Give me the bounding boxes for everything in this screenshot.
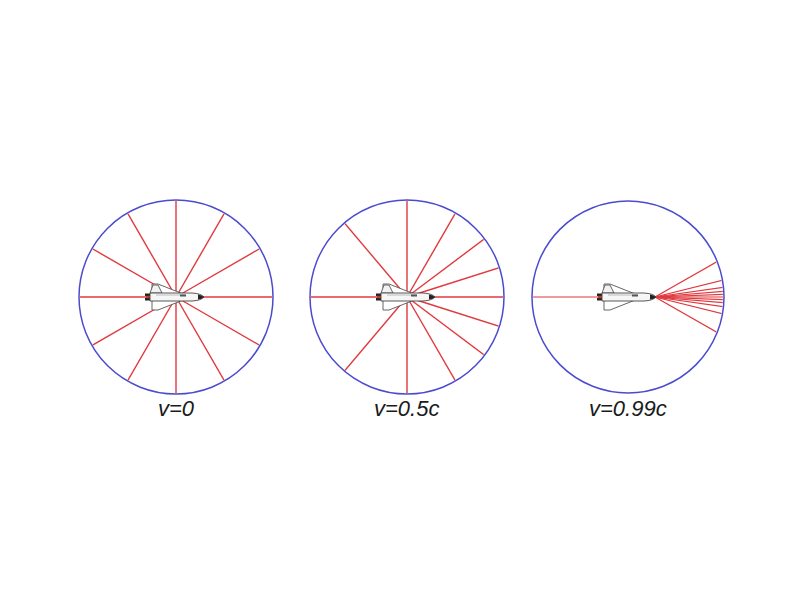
ray-fan [405,173,794,421]
speed-label: v=0 [158,396,194,422]
speed-label: v=0.5c [374,396,439,422]
speed-label: v=0.99c [589,396,667,422]
